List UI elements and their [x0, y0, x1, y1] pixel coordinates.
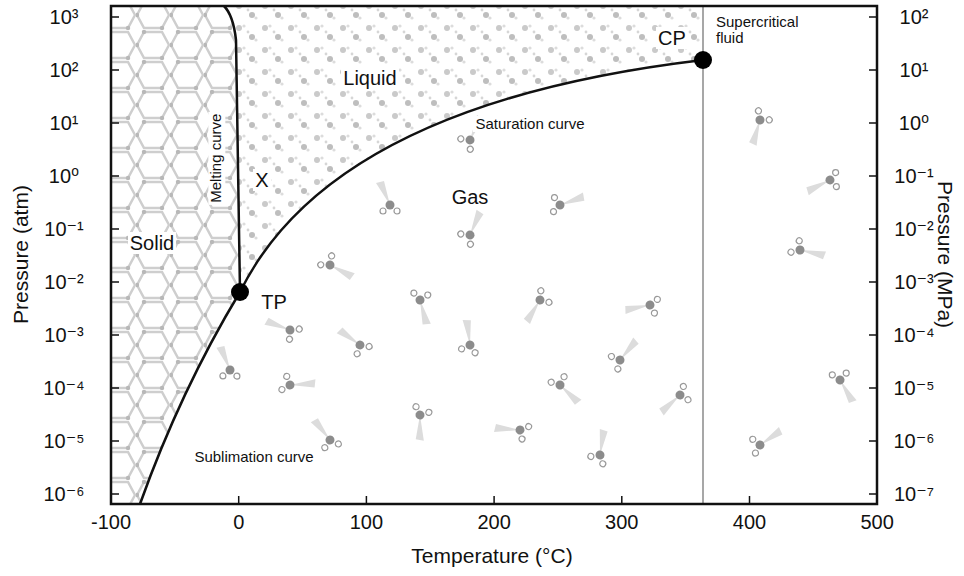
water-molecule — [583, 427, 621, 468]
tick-label: 10⁻³ — [894, 271, 933, 293]
plot-frame — [111, 6, 877, 504]
water-molecule — [606, 337, 646, 373]
tick-label: 10⁻⁴ — [43, 377, 84, 399]
water-molecule — [806, 170, 840, 196]
tick-label: 10⁰ — [899, 112, 929, 134]
tick-label: 10² — [50, 59, 79, 81]
tick-label: 100 — [350, 511, 383, 533]
water-molecule — [787, 233, 828, 272]
tick-label: 10⁻⁷ — [894, 483, 934, 505]
region-label: CP — [656, 27, 688, 49]
critical-point — [694, 51, 712, 69]
water-molecule — [401, 403, 436, 443]
triple-point — [231, 283, 249, 301]
water-molecule — [317, 249, 356, 290]
water-molecule — [737, 107, 777, 148]
saturation-curve — [240, 60, 703, 292]
region-label: Sublimation curve — [192, 449, 315, 466]
critical-temperature-line — [702, 6, 704, 504]
water-molecule — [829, 369, 857, 405]
region-label: TP — [259, 291, 289, 313]
water-molecule — [654, 383, 693, 416]
tick-label: 10⁻⁶ — [43, 483, 84, 505]
tick-label: 500 — [861, 511, 894, 533]
tick-label: 200 — [477, 511, 510, 533]
region-label: Melting curve — [209, 111, 226, 204]
tick-label: 10⁻¹ — [44, 218, 83, 240]
region-label: Liquid — [341, 67, 398, 89]
axis-title: Pressure (atm) — [8, 186, 31, 325]
region-label: Solid — [128, 232, 176, 254]
tick-label: 10⁻⁴ — [893, 324, 934, 346]
tick-label: 10³ — [50, 6, 79, 28]
tick-label: 10¹ — [900, 59, 929, 81]
tick-label: 10⁻² — [44, 271, 83, 293]
tick-label: 0 — [233, 511, 244, 533]
region-label: Saturation curve — [473, 116, 586, 133]
tick-label: 10⁻⁶ — [893, 430, 934, 452]
water-molecule — [492, 410, 532, 447]
sublimation-curve — [140, 292, 240, 504]
water-molecule — [278, 369, 317, 403]
tick-label: 300 — [605, 511, 638, 533]
tick-label: -100 — [91, 511, 131, 533]
solid-texture — [111, 6, 240, 504]
tick-label: 10² — [900, 6, 929, 28]
melting-curve — [224, 6, 240, 292]
tick-label: 10⁻⁵ — [43, 430, 84, 452]
tick-label: 10¹ — [50, 112, 79, 134]
tick-label: 10⁰ — [49, 165, 79, 187]
region-label: Supercritical fluid — [714, 14, 810, 47]
water-molecule — [550, 190, 585, 216]
axis-ticks — [111, 17, 877, 504]
water-molecule — [515, 287, 556, 326]
tick-label: 10⁻³ — [44, 324, 83, 346]
tick-label: 10⁻² — [894, 218, 933, 240]
region-label: Gas — [450, 186, 491, 208]
water-molecule — [454, 318, 486, 356]
water-molecule — [216, 346, 241, 379]
tick-label: 400 — [733, 511, 766, 533]
water-molecule — [454, 208, 495, 248]
water-molecule — [748, 427, 785, 457]
water-molecule — [376, 181, 400, 214]
tick-label: 10⁻¹ — [894, 165, 933, 187]
water-molecule — [624, 290, 661, 320]
tick-label: 10⁻⁵ — [893, 377, 934, 399]
water-molecule — [407, 290, 435, 326]
axis-title: Pressure (MPa) — [934, 181, 957, 328]
water-molecule — [310, 414, 342, 452]
liquid-texture — [224, 6, 703, 292]
gas-molecules — [216, 107, 857, 468]
water-molecule — [336, 319, 374, 360]
water-molecule — [547, 371, 582, 411]
region-label: X — [253, 169, 270, 191]
axis-title: Temperature (°C) — [411, 544, 572, 567]
